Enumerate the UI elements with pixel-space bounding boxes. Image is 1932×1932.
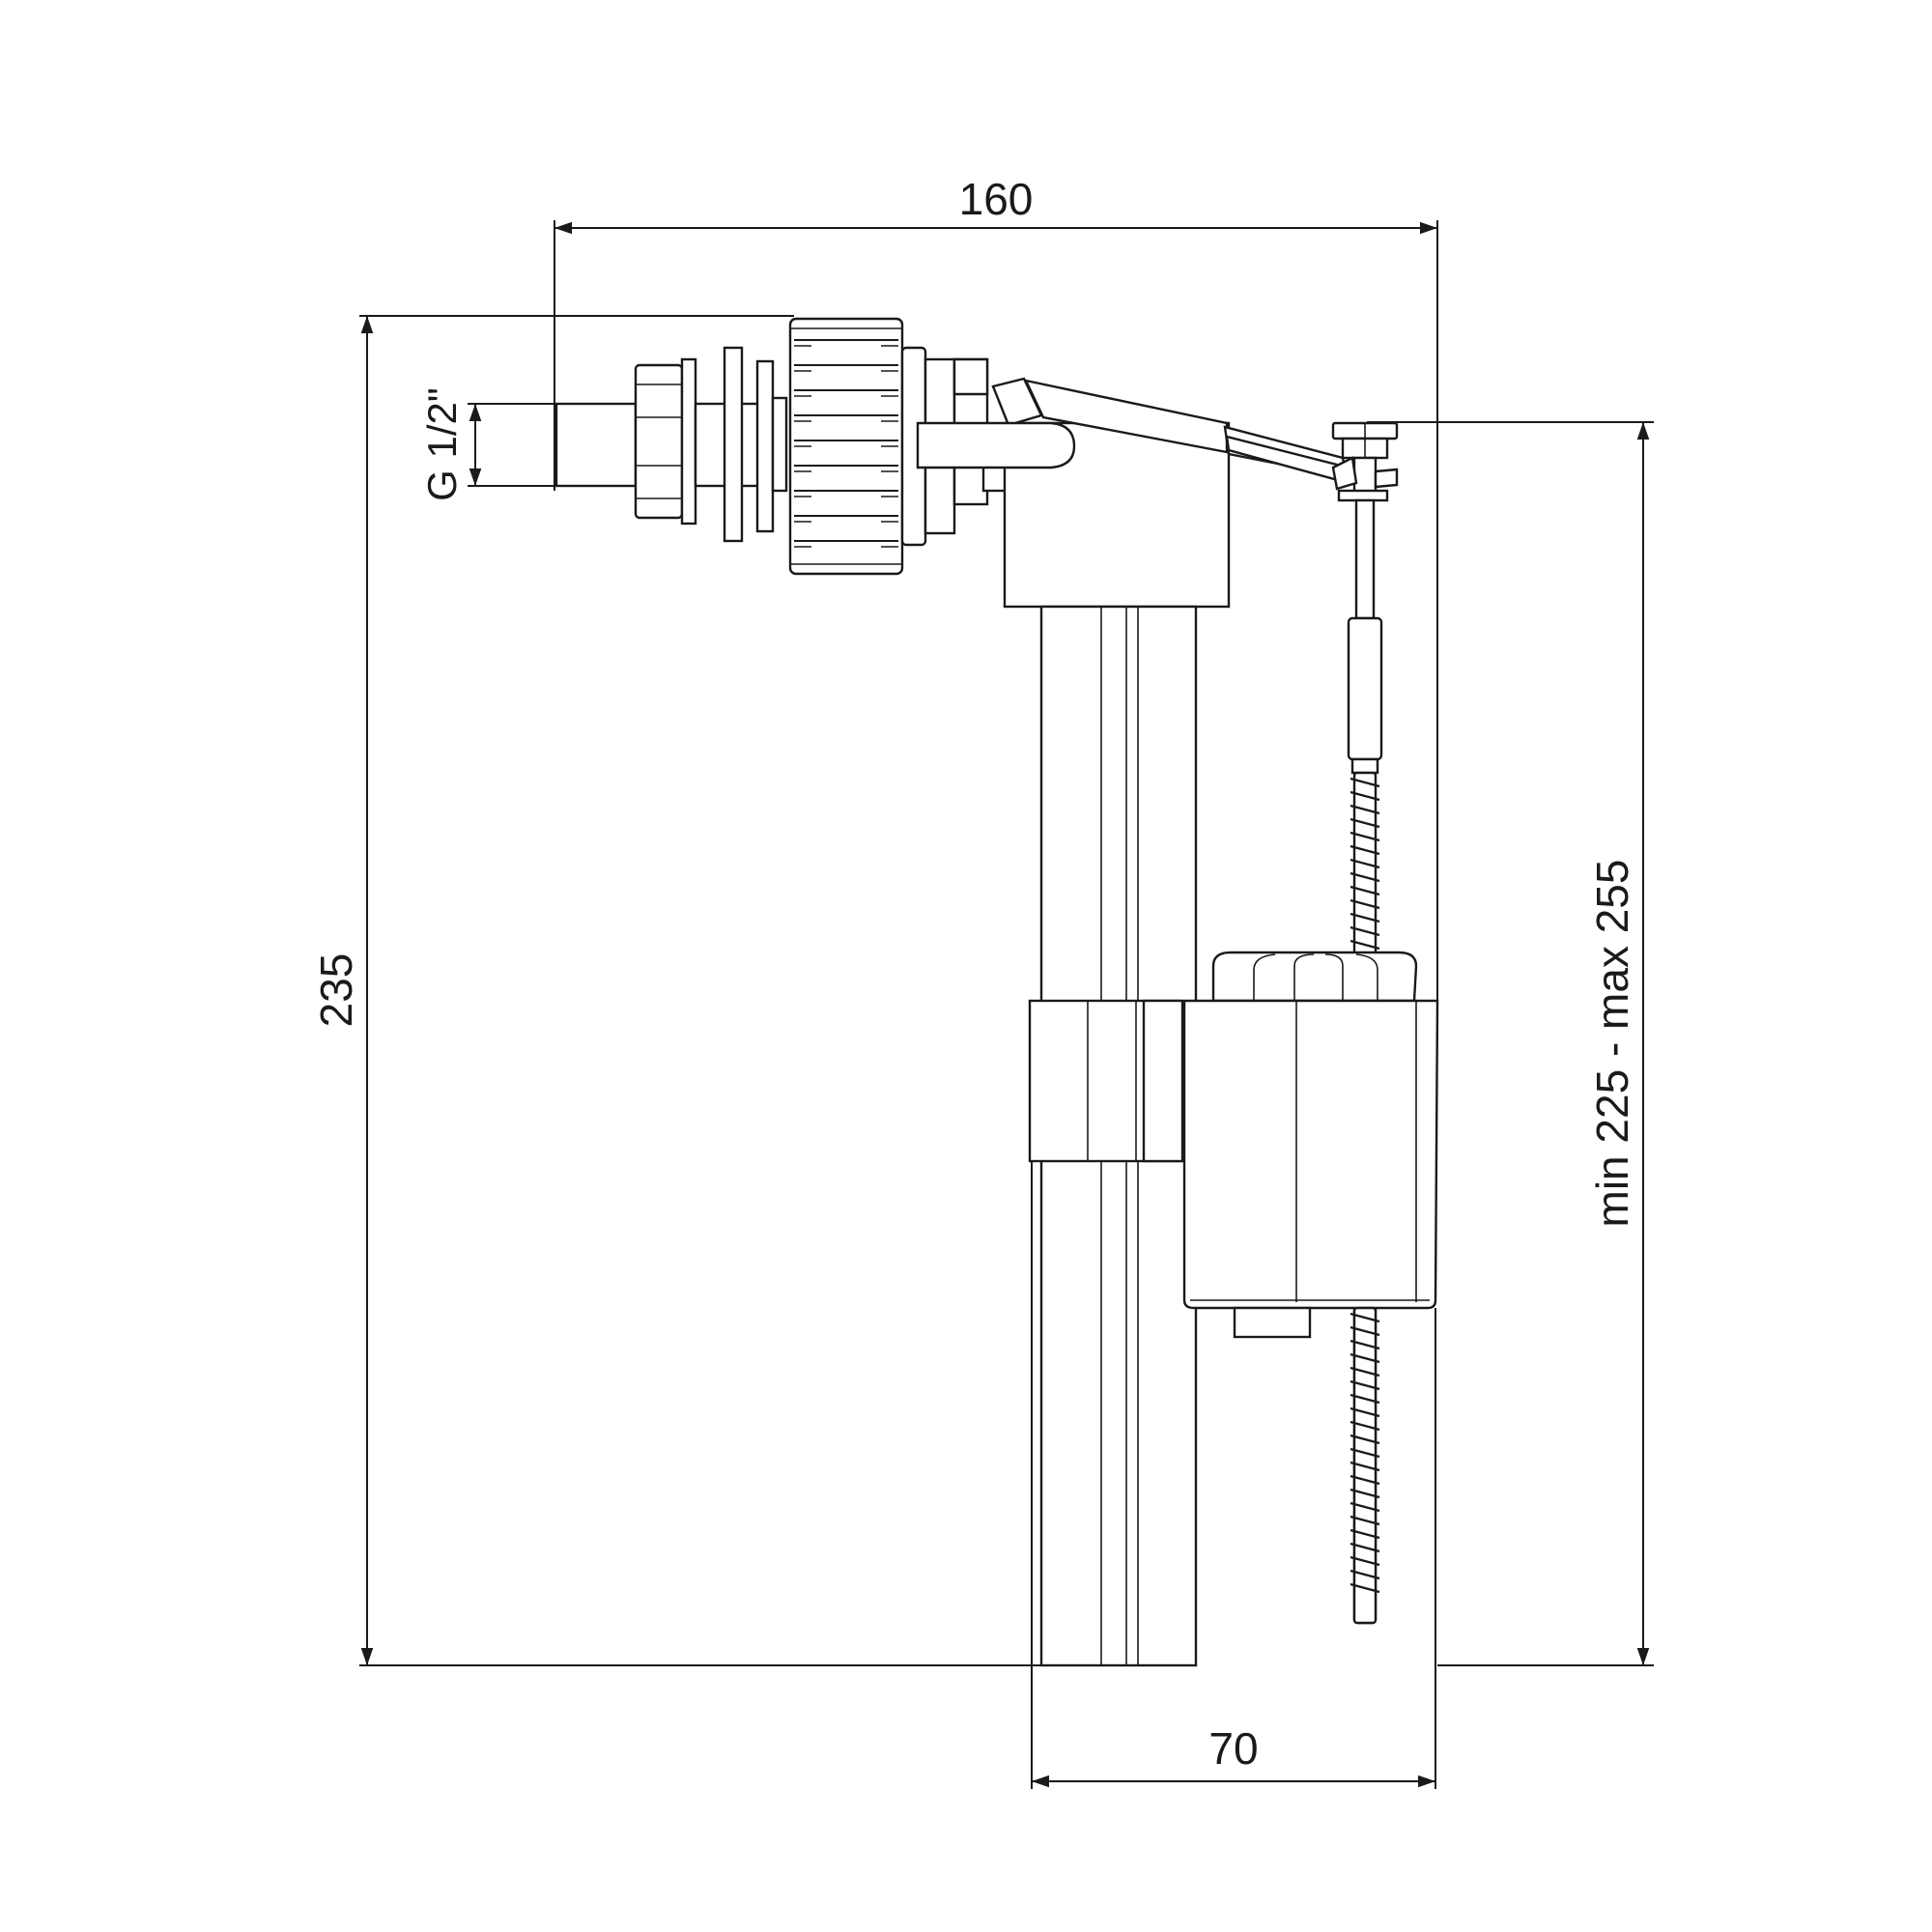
rod-thread-turn <box>1350 1488 1380 1499</box>
rod-thread-turn <box>1350 1515 1380 1526</box>
dimension-label-thread: G 1/2" <box>419 387 465 501</box>
rod-thread-turn <box>1350 1569 1380 1580</box>
rod-thread-turn <box>1350 1352 1380 1364</box>
rod-thread-turn <box>1350 777 1380 788</box>
float <box>1182 951 1439 1339</box>
rod-thread-turn <box>1350 831 1380 842</box>
rod-thread-turn <box>1350 1393 1380 1405</box>
rod-thread-turn <box>1350 1582 1380 1594</box>
rod-thread-turn <box>1350 1542 1380 1553</box>
rod-thread-turn <box>1350 898 1380 910</box>
rod-thread-turn <box>1350 1528 1380 1540</box>
dimension-label-160: 160 <box>959 174 1034 224</box>
rod-thread-turn <box>1350 939 1380 951</box>
dimension-label-adjustable: min 225 - max 255 <box>1587 860 1637 1228</box>
knurled-nut-grooves <box>794 339 898 548</box>
rod-thread-turn <box>1350 871 1380 883</box>
dimension-height-235: 235 <box>311 315 1041 1666</box>
dimension-width-160: 160 <box>554 174 1438 1034</box>
rod-thread-turn <box>1350 1461 1380 1472</box>
rod-thread-turn <box>1350 1474 1380 1486</box>
rod-thread-turn <box>1350 1339 1380 1350</box>
rod-thread-turn <box>1350 858 1380 869</box>
rod-thread-turn <box>1350 804 1380 815</box>
rod-thread-turn <box>1350 925 1380 937</box>
rod-thread-turn <box>1350 1447 1380 1459</box>
rod-thread-turn <box>1350 1434 1380 1445</box>
rod-thread-turn <box>1350 817 1380 829</box>
riser-tube <box>1028 605 1198 1667</box>
rod-thread-turn <box>1350 912 1380 923</box>
rod-thread-turn <box>1350 1555 1380 1567</box>
rod-thread-turn <box>1350 1420 1380 1432</box>
rod-thread-turn <box>1350 1312 1380 1323</box>
rod-thread-turn <box>1350 790 1380 802</box>
dimension-label-235: 235 <box>311 953 361 1028</box>
rod-thread-turn <box>1350 1406 1380 1418</box>
dimension-width-70: 70 <box>1031 1161 1436 1789</box>
dimension-height-adjustable: min 225 - max 255 <box>1367 421 1654 1666</box>
rod-thread-turn <box>1350 1379 1380 1391</box>
valve-head <box>900 346 1350 609</box>
rod-thread-turn <box>1350 885 1380 896</box>
inlet-assembly <box>554 317 904 576</box>
rod-thread-turn <box>1350 1325 1380 1337</box>
dimension-thread-size: G 1/2" <box>419 387 556 501</box>
rod-thread-turn <box>1350 1366 1380 1378</box>
rod-thread-turn <box>1350 844 1380 856</box>
threaded-rod-lower-pitch <box>1350 1312 1380 1594</box>
rod-thread-turn <box>1350 1501 1380 1513</box>
dimension-label-70: 70 <box>1208 1723 1258 1774</box>
